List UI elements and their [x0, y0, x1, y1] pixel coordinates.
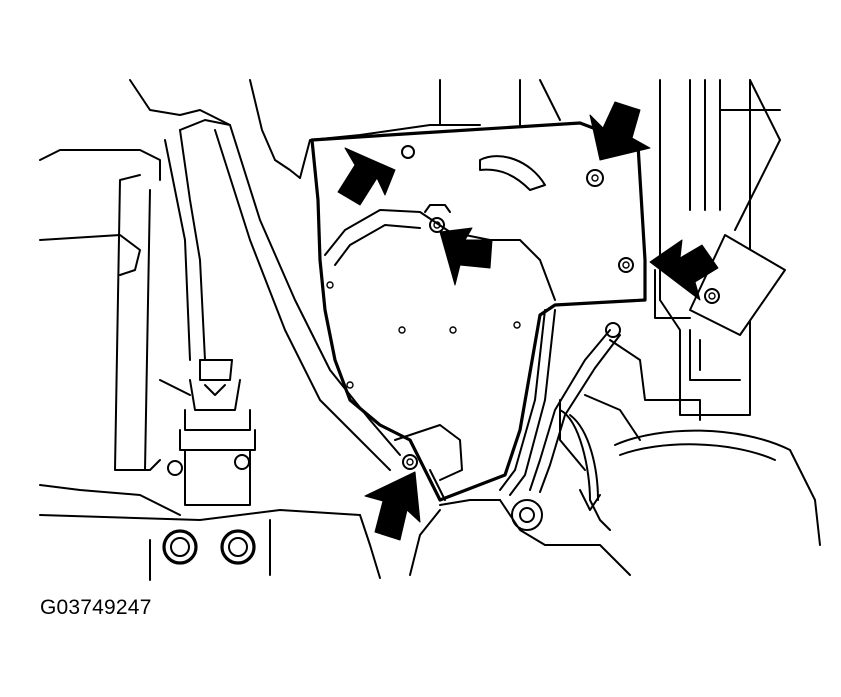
arrow-top-right — [589, 101, 651, 161]
lower-mount — [162, 529, 256, 565]
brake-lines — [499, 309, 621, 531]
arrow-center — [439, 227, 493, 286]
chassis-frame — [39, 79, 561, 581]
figure-code: G03749247 — [40, 596, 152, 619]
arrow-right — [649, 239, 719, 301]
wheel-housing — [409, 339, 821, 576]
right-bracket — [654, 234, 786, 336]
arrow-bottom — [364, 471, 421, 541]
callout-arrows — [337, 101, 719, 541]
steering-shaft — [164, 119, 401, 506]
arrow-top-left — [337, 147, 396, 206]
